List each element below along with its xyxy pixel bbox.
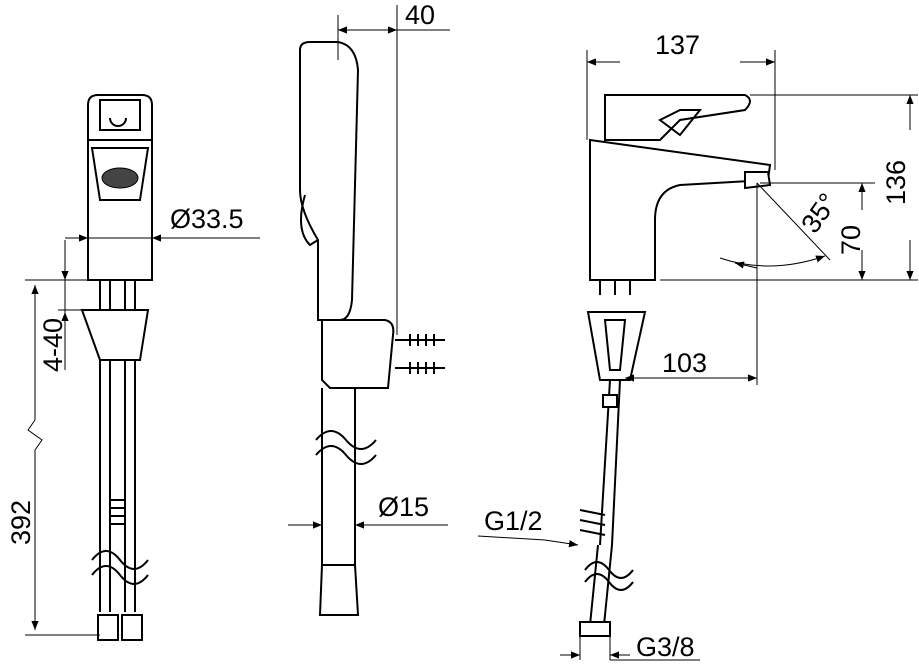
front-view: Ø33.5 392 4-40 xyxy=(6,94,260,641)
spout-reach-label: 103 xyxy=(662,348,707,378)
hose-diameter-label: Ø15 xyxy=(378,492,429,522)
outlet-height-label: 70 xyxy=(836,225,866,255)
body-diameter-label: Ø33.5 xyxy=(170,204,244,234)
deck-thickness-label: 4-40 xyxy=(38,318,68,372)
hand-shower-view: 40 Ø15 xyxy=(288,0,450,616)
side-view: 137 136 70 35° 103 G1/2 G3/8 xyxy=(477,30,918,662)
inlet-thread-label: G1/2 xyxy=(484,506,543,536)
hose-length-label: 392 xyxy=(6,500,36,545)
spout-length-label: 137 xyxy=(655,30,700,60)
total-height-label: 136 xyxy=(881,160,911,205)
spray-offset-label: 40 xyxy=(405,0,435,30)
connection-thread-label: G3/8 xyxy=(636,632,695,662)
